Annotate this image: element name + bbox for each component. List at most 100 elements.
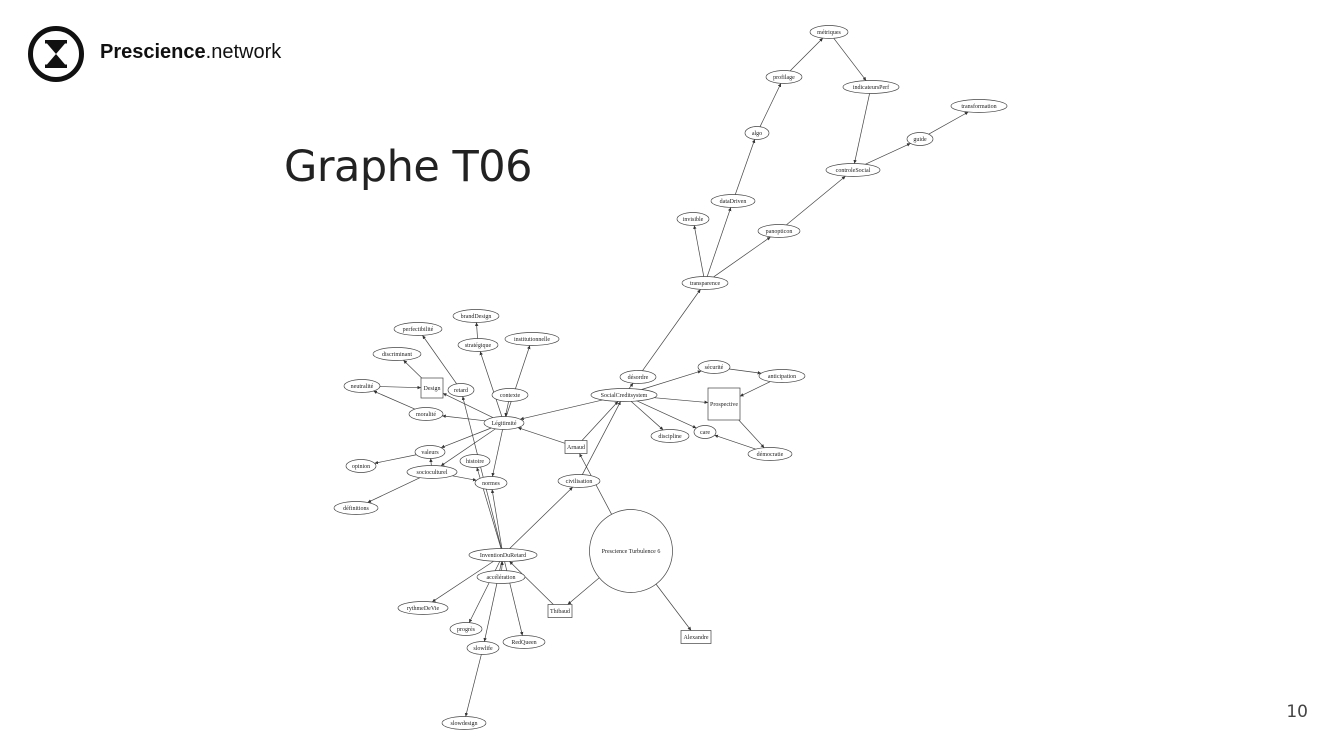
graph-node-metriques: métriques: [809, 25, 849, 39]
graph-node-InventionDuRetard: InventionDuRetard: [468, 548, 538, 562]
graph-node-shape: [468, 548, 538, 562]
graph-node-shape: [459, 454, 491, 468]
graph-node-shape: [757, 224, 801, 238]
graph-node-label: Légitimité: [492, 421, 517, 427]
graph-nodes: métriquesprofilageindicateursPerftransfo…: [333, 25, 1008, 730]
graph-node-label: transparence: [690, 281, 721, 287]
graph-edge-Thibaud-InventionDuRetard: [509, 561, 554, 605]
graph-node-shape: [333, 501, 379, 515]
graph-node-Thibaud: Thibaud: [547, 604, 573, 618]
graph-node-neutralite: neutralité: [343, 379, 381, 393]
graph-node-label: Prospective: [710, 402, 738, 408]
graph-edge-InventionDuRetard-retard: [461, 396, 502, 549]
graph-node-shape: [906, 132, 934, 146]
graph-edge-socioculturel-valeurs: [429, 458, 433, 466]
graph-node-histoire: histoire: [459, 454, 491, 468]
graph-node-care: care: [693, 425, 717, 439]
graph-edge-SocialCreditsystem-securite: [641, 370, 702, 390]
graph-node-label: discipline: [658, 434, 682, 440]
graph-node-indicateursPerf: indicateursPerf: [842, 80, 900, 94]
graph-edge-Prospective-democratie: [738, 419, 765, 448]
graph-node-opinion: opinion: [345, 459, 377, 473]
graph-node-shape: [681, 276, 729, 290]
graph-node-label: opinion: [352, 464, 370, 470]
graph-node-anticipation: anticipation: [758, 369, 806, 383]
graph-node-label: InventionDuRetard: [480, 553, 526, 559]
graph-node-civilisation: civilisation: [557, 474, 601, 488]
graph-node-shape: [650, 429, 690, 443]
graph-node-shape: [408, 407, 444, 421]
graph-edge-SocialCreditsystem-discipline: [630, 401, 664, 431]
graph-edge-Legitimite-socioculturel: [440, 428, 496, 467]
graph-node-controleSocial: controleSocial: [825, 163, 881, 177]
graph-node-slowlife: slowlife: [466, 641, 500, 655]
graph-node-RedQueen: RedQueen: [502, 635, 546, 649]
graph-node-rythmeDeVie: rythmeDeVie: [397, 601, 449, 615]
graph-edge-desordre-transparence: [642, 289, 701, 371]
graph-node-Prospective: Prospective: [707, 387, 741, 421]
graph-node-label: sécurité: [705, 365, 724, 371]
graph-node-shape: [765, 70, 803, 84]
graph-edge-PrescienceTurbulence6-Alexandre: [655, 583, 692, 631]
graph-node-shape: [441, 716, 487, 730]
graph-edge-neutralite-Design: [379, 385, 422, 390]
graph-node-shape: [343, 379, 381, 393]
graph-edge-Design-discriminant: [403, 360, 422, 379]
graph-edge-socioculturel-definitions: [367, 477, 421, 503]
graph-edge-valeurs-opinion: [374, 454, 417, 465]
graph-edge-dataDriven-algo: [734, 139, 756, 195]
graph-edge-Legitimite-institutionnelle: [505, 345, 531, 417]
graph-edge-acceleration-InventionDuRetard: [500, 561, 504, 571]
graph-node-shape: [710, 194, 756, 208]
graph-edge-socioculturel-normes: [452, 475, 477, 482]
slide-title: Graphe T06: [284, 142, 533, 192]
graph-node-shape: [491, 388, 529, 402]
graph-node-institutionnelle: institutionnelle: [504, 332, 560, 346]
graph-node-shape: [590, 388, 658, 402]
graph-node-label: rythmeDeVie: [407, 606, 440, 612]
graph-node-Legitimite: Légitimité: [483, 416, 525, 430]
graph-edge-PrescienceTurbulence6-Thibaud: [567, 577, 600, 605]
graph-node-label: histoire: [466, 459, 484, 465]
graph-node-label: indicateursPerf: [853, 84, 889, 91]
graph-edge-indicateursPerf-controleSocial: [853, 93, 870, 164]
graph-node-label: algo: [752, 131, 762, 137]
graph-node-label: Thibaud: [550, 609, 570, 615]
graph-node-label: guide: [913, 137, 927, 143]
graph-node-acceleration: accélération: [476, 570, 526, 584]
graph-edge-transparence-dataDriven: [706, 207, 732, 277]
graph-node-label: neutralité: [351, 384, 374, 390]
graph-edge-profilage-metriques: [789, 37, 824, 72]
graph-node-shape: [809, 25, 849, 39]
graph-node-shape: [693, 425, 717, 439]
graph-node-label: dataDriven: [720, 199, 747, 205]
graph-edge-transparence-invisible: [693, 225, 705, 277]
graph-node-shape: [420, 377, 444, 399]
graph-node-shape: [449, 622, 483, 636]
graph-node-invisible: invisible: [676, 212, 710, 226]
graph-node-shape: [589, 509, 673, 593]
graph-node-label: contexte: [500, 393, 521, 399]
graph-edge-contexte-Legitimite: [504, 401, 509, 417]
graph-node-label: SocialCreditsystem: [601, 393, 648, 399]
graph-edge-algo-profilage: [759, 83, 782, 127]
graph-edge-Legitimite-Design: [442, 393, 494, 418]
graph-edge-metriques-indicateursPerf: [833, 38, 867, 81]
graph-node-transparence: transparence: [681, 276, 729, 290]
graph-node-retard: retard: [447, 383, 475, 397]
graph-node-shape: [680, 630, 712, 644]
graph-node-label: Design: [424, 386, 441, 392]
graph-node-label: discriminant: [382, 352, 412, 358]
graph-node-shape: [758, 369, 806, 383]
graph-edge-InventionDuRetard-rythmeDeVie: [431, 560, 494, 603]
graph-edge-democratie-care: [714, 434, 756, 450]
graph-node-shape: [747, 447, 793, 461]
graph-node-shape: [504, 332, 560, 346]
graph-edge-transparence-panopticon: [713, 236, 771, 278]
graph-node-valeurs: valeurs: [414, 445, 446, 459]
graph-node-shape: [393, 322, 443, 336]
graph-node-shape: [950, 99, 1008, 113]
graph-node-profilage: profilage: [765, 70, 803, 84]
graph-node-label: moralité: [416, 412, 436, 418]
graph-edge-SocialCreditsystem-care: [636, 400, 697, 429]
